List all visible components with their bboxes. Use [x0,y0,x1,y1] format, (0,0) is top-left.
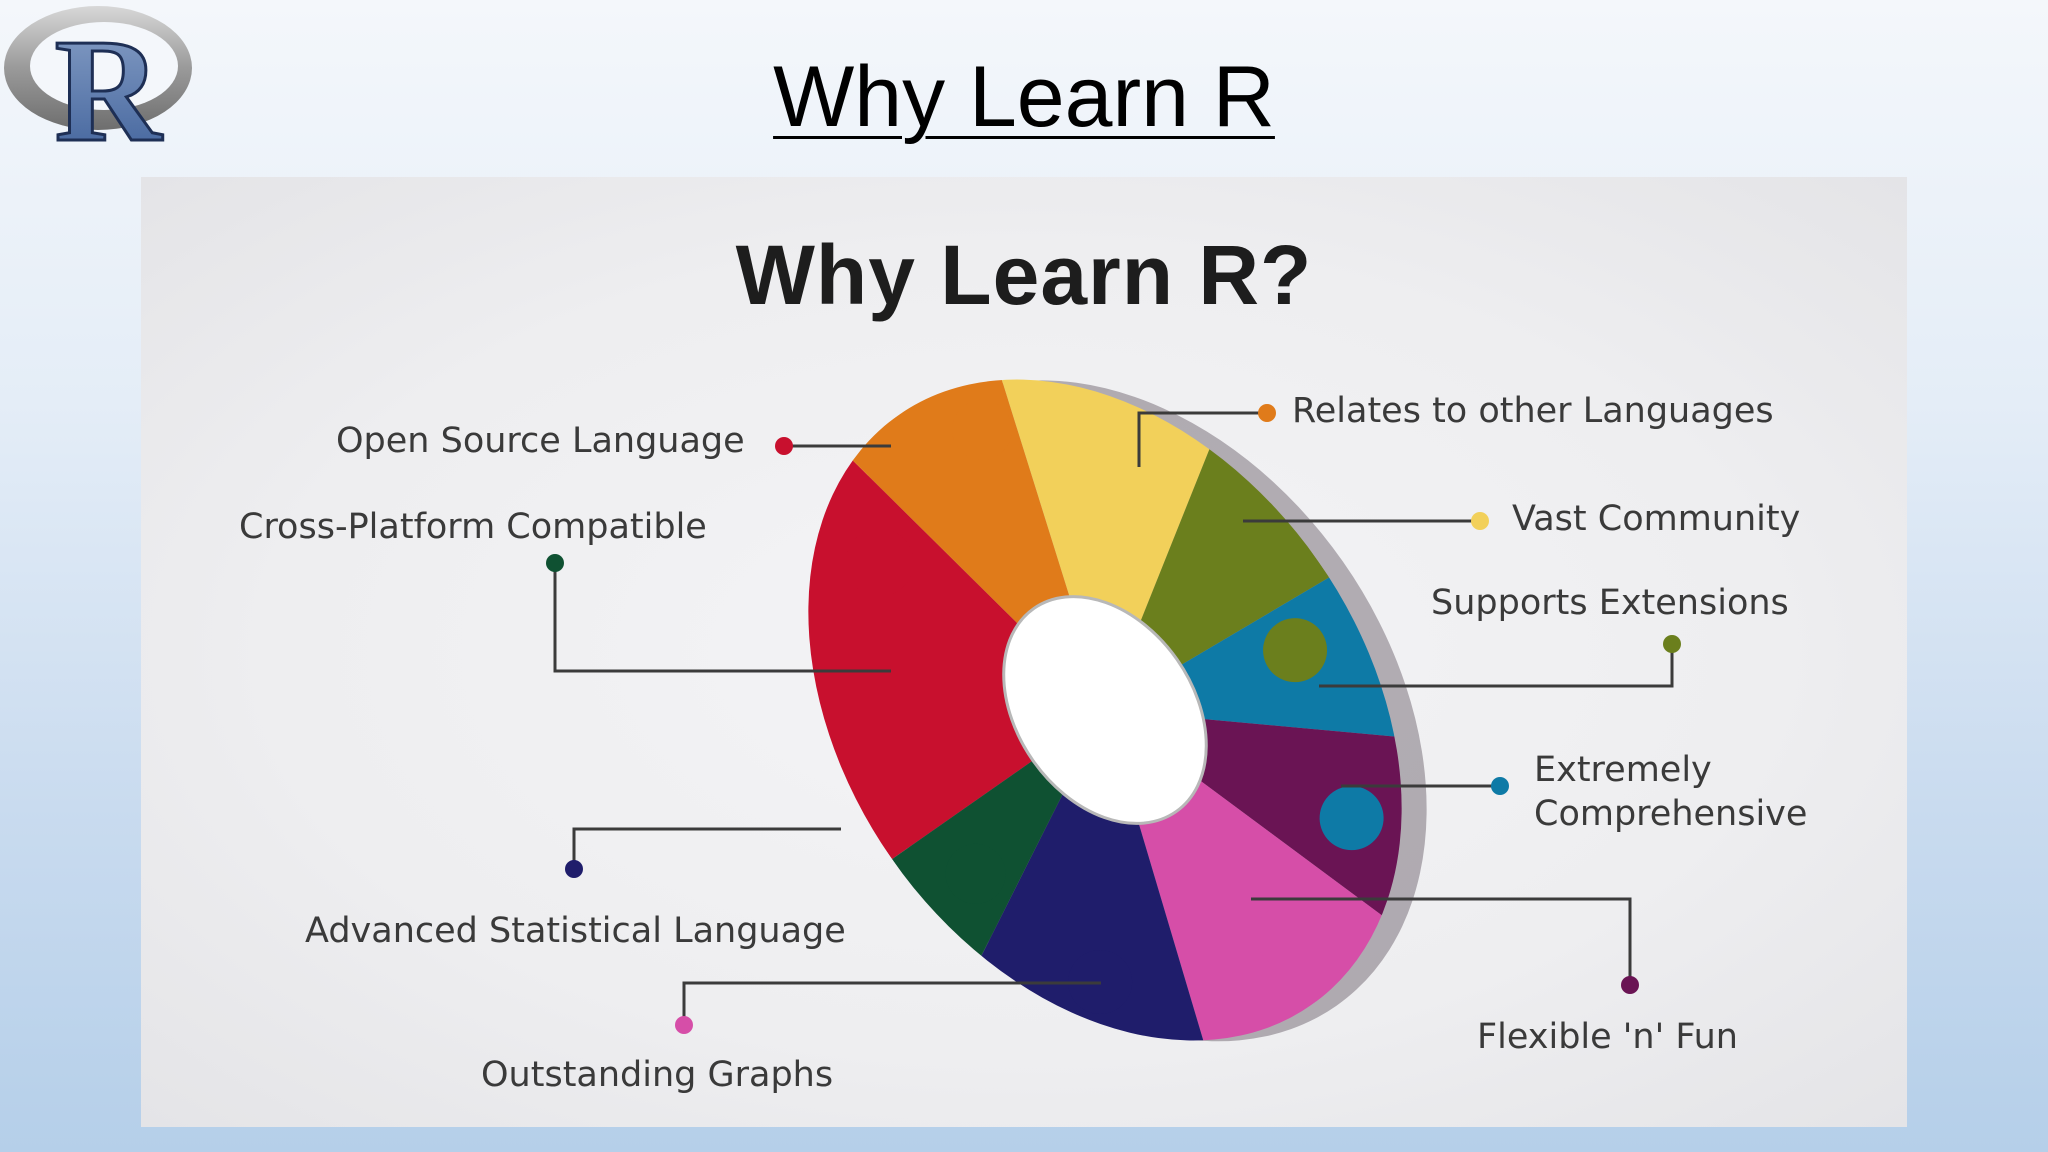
label-comprehensive-line2: Comprehensive [1534,794,1808,834]
label-vast-community: Vast Community [1512,499,1801,539]
r-logo: R [4,6,192,150]
label-statistical: Advanced Statistical Language [305,911,846,951]
dot-vast-community [1471,512,1489,530]
label-cross-platform: Cross-Platform Compatible [239,507,707,547]
label-graphs: Outstanding Graphs [481,1055,834,1095]
connector-graphs [682,981,1101,1025]
r-logo-letter: R [55,9,164,150]
connector-statistical [572,827,841,869]
dot-open-source [775,437,793,455]
dot-extensions [1663,635,1681,653]
label-open-source: Open Source Language [336,421,745,461]
label-flexible: Flexible 'n' Fun [1477,1017,1738,1057]
puzzle-ring-diagram [546,265,1681,1127]
dot-statistical [565,860,583,878]
connector-relates [1137,411,1267,467]
slide-title: Why Learn R [773,49,1275,145]
dot-comprehensive [1491,777,1509,795]
connector-flexible [1251,897,1632,985]
label-relates: Relates to other Languages [1292,391,1774,431]
label-extensions: Supports Extensions [1431,583,1789,623]
dot-flexible [1621,976,1639,994]
infographic-panel: Why Learn R? [141,177,1907,1127]
dot-relates [1258,404,1276,422]
connector-extensions [1319,644,1674,688]
dot-graphs [675,1016,693,1034]
connector-cross-platform [553,563,891,673]
dot-cross-platform [546,554,564,572]
label-comprehensive-line1: Extremely [1534,750,1712,790]
panel-title: Why Learn R? [735,228,1313,322]
